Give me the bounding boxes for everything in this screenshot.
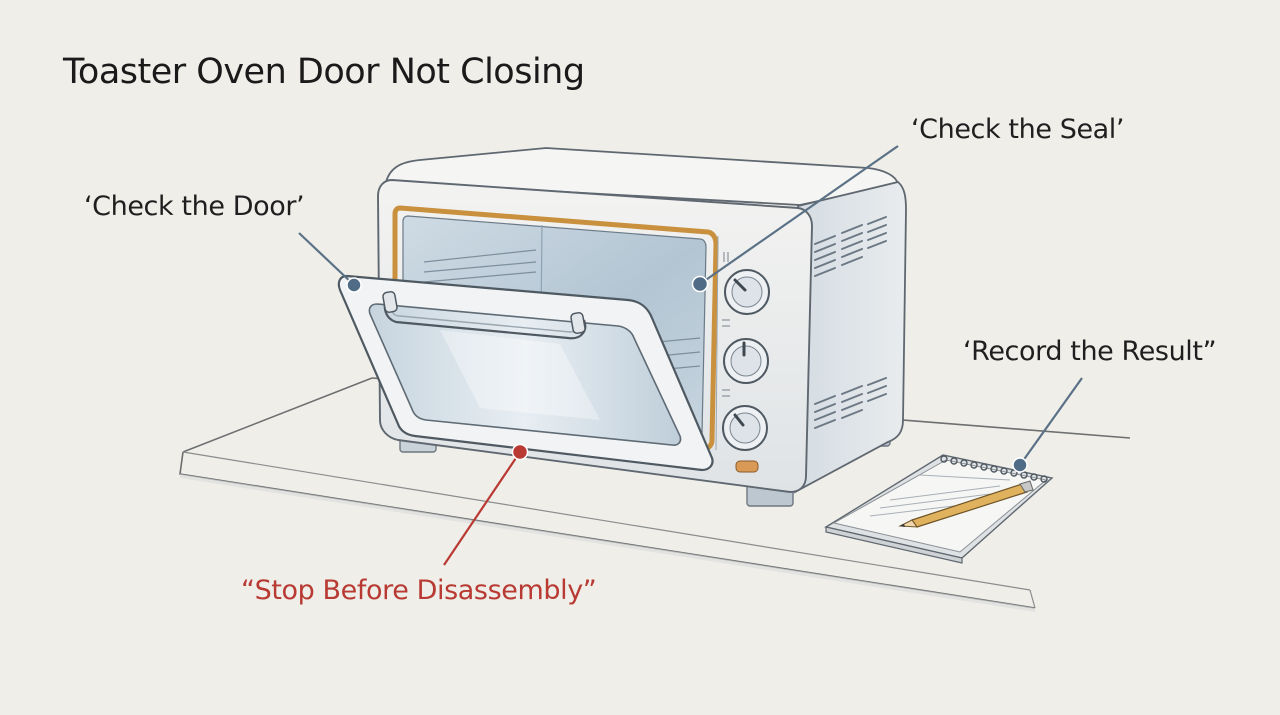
callout-record-result: ‘Record the Result”: [963, 336, 1217, 367]
marker-door: [346, 277, 362, 293]
pencil-icon: [898, 480, 1034, 528]
callout-check-door: ‘Check the Door’: [84, 191, 305, 222]
callout-leaders: [298, 145, 1083, 566]
marker-seal: [691, 275, 709, 293]
leader-door: [298, 232, 355, 286]
callout-stop-disassembly: “Stop Before Disassembly”: [241, 575, 597, 606]
leader-seal: [699, 145, 899, 285]
oven-door: [337, 274, 714, 472]
notepad: [824, 454, 1054, 564]
marker-stop: [511, 443, 529, 461]
control-knobs: [722, 252, 770, 473]
knob-middle: [723, 338, 769, 384]
marker-result: [1012, 457, 1028, 473]
knob-top: [724, 269, 770, 315]
knob-bottom: [722, 405, 768, 451]
callout-check-seal: ‘Check the Seal’: [911, 114, 1125, 145]
leader-stop: [443, 451, 521, 566]
leader-result: [1019, 377, 1083, 466]
page-title: Toaster Oven Door Not Closing: [63, 52, 585, 92]
